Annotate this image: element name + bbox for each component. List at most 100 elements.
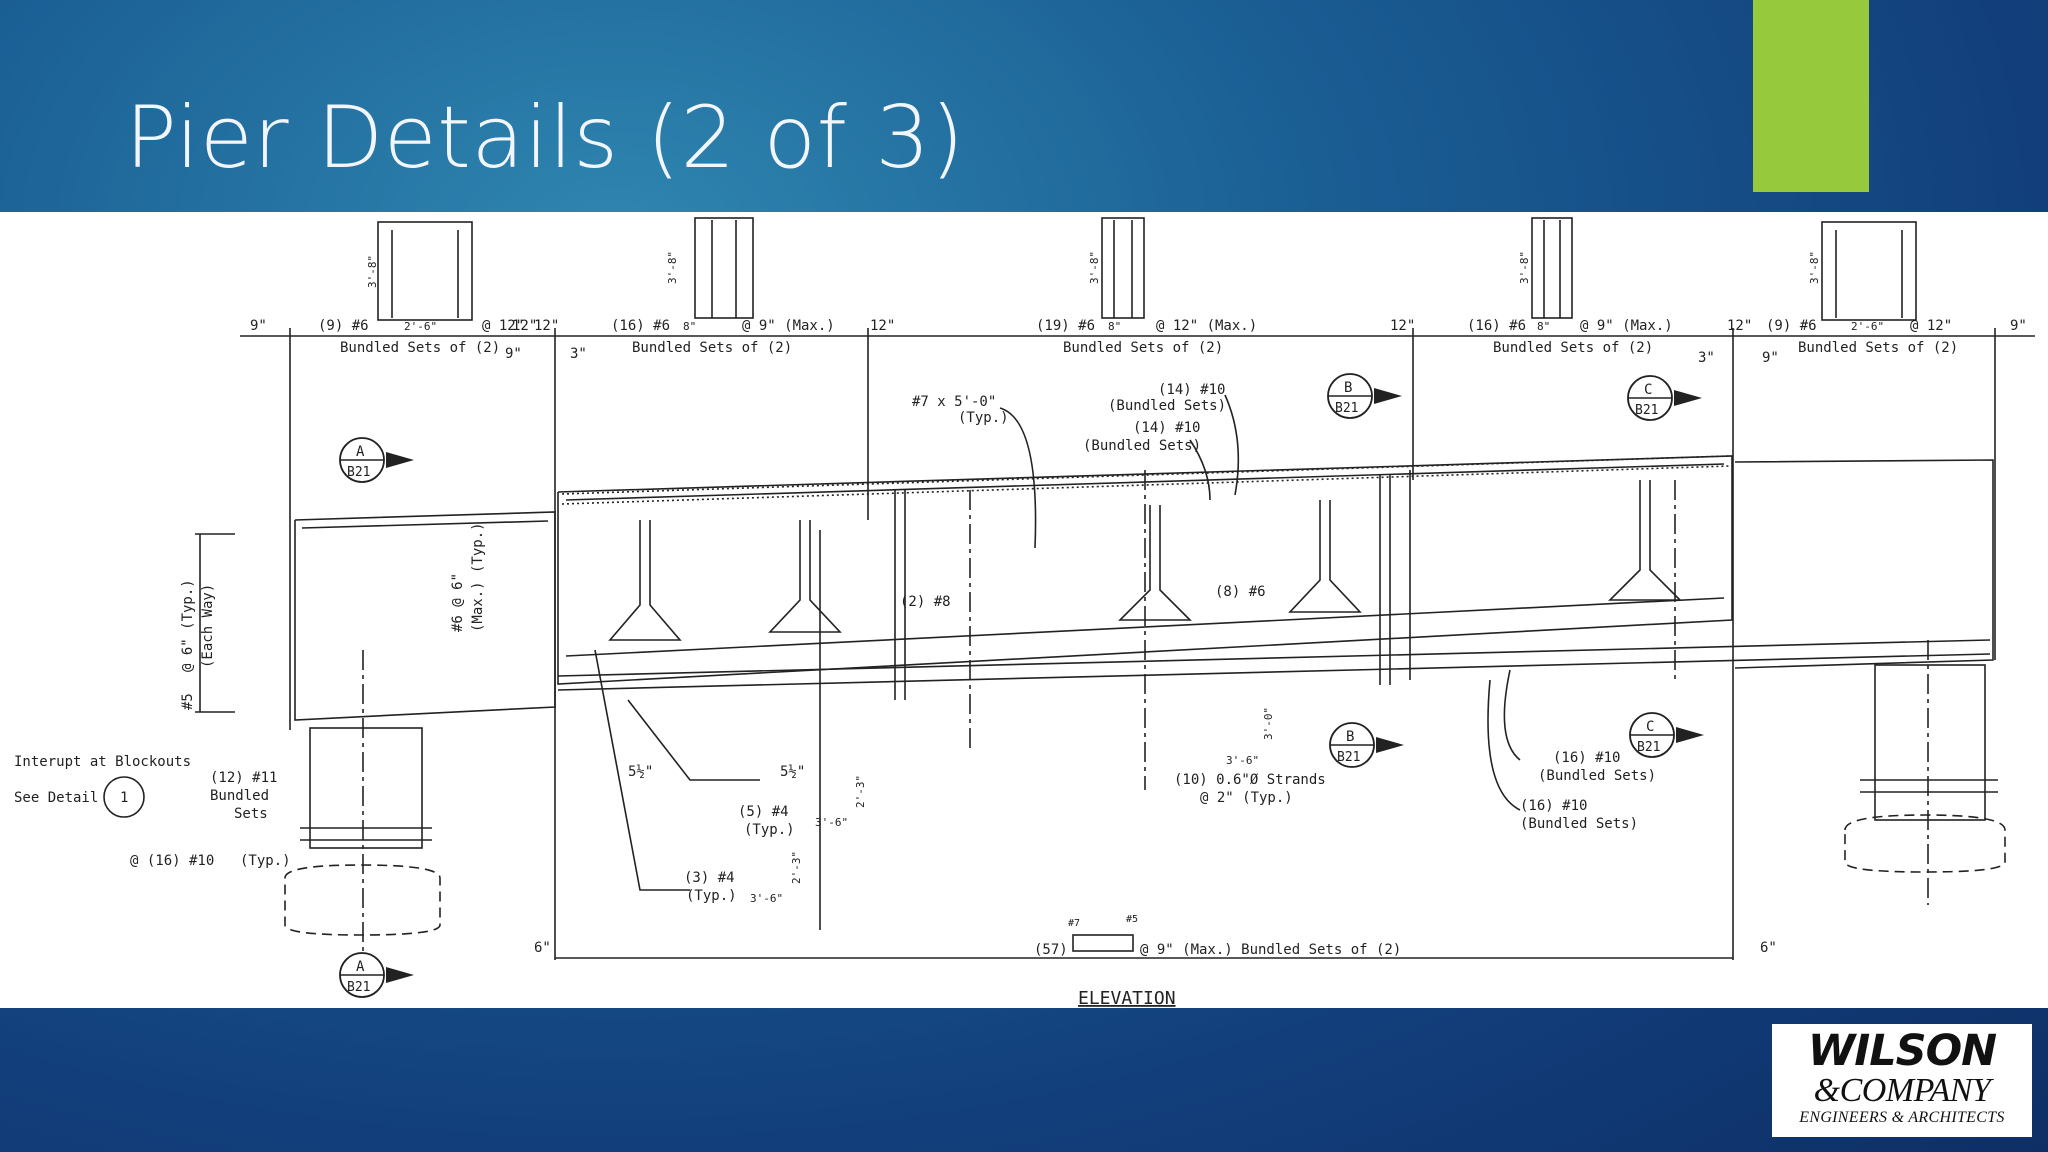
top-callout-3-spacing: @ 12" (Max.) xyxy=(1156,318,1257,334)
slide-title: Pier Details (2 of 3) xyxy=(125,88,965,188)
section-marker-a-top[interactable]: A B21 xyxy=(339,437,414,483)
section-marker-a-bottom[interactable]: A B21 xyxy=(339,952,414,998)
label-b14-1a: (14) #10 xyxy=(1158,382,1225,398)
svg-text:A: A xyxy=(356,959,365,975)
label-dim-36b: 3'-6" xyxy=(750,892,783,905)
drawing-panel: 9" (9) #6 2'-6" @ 12" 12" 12" Bundled Se… xyxy=(0,212,2048,1008)
top-callout-5-qty: (9) #6 xyxy=(1766,318,1817,334)
svg-text:B: B xyxy=(1344,380,1352,396)
logo-company: &COMPANY xyxy=(1813,1072,1991,1109)
label-b16-r1a: (16) #10 xyxy=(1553,750,1620,766)
dim-12-c: 12" xyxy=(870,318,895,334)
label-b57: (57) xyxy=(1034,942,1068,958)
top-callout-3-dim: 8" xyxy=(1108,320,1121,333)
label-frac-b: 5½" xyxy=(780,764,805,780)
accent-bar xyxy=(1753,0,1869,192)
top-callout-1-qty: (9) #6 xyxy=(318,318,369,334)
svg-text:C: C xyxy=(1644,382,1652,398)
label-bar7-a: #7 x 5'-0" xyxy=(912,394,996,410)
label-dim-23b: 2'-3" xyxy=(790,851,803,884)
section-marker-b-bottom[interactable]: B B21 xyxy=(1329,722,1404,768)
dim-12-e: 12" xyxy=(1727,318,1752,334)
company-logo: WILSON &COMPANY ENGINEERS & ARCHITECTS xyxy=(1772,1024,2032,1137)
pier-elevation-drawing: 9" (9) #6 2'-6" @ 12" 12" 12" Bundled Se… xyxy=(14,217,2035,1008)
label-b12-b: Bundled xyxy=(210,788,269,804)
label-b16-left: @ (16) #10 xyxy=(130,853,214,869)
svg-text:B21: B21 xyxy=(1337,750,1360,765)
top-callout-3-note: Bundled Sets of (2) xyxy=(1063,340,1223,356)
label-b14-2b: (Bundled Sets) xyxy=(1083,438,1201,454)
label-interrupt: Interupt at Blockouts xyxy=(14,754,191,770)
label-b5-vert-c: (Each Way) xyxy=(200,584,216,668)
top-callout-4-qty: (16) #6 xyxy=(1467,318,1526,334)
top-callout-5-spacing: @ 12" xyxy=(1910,318,1952,334)
top-callout-5-note: Bundled Sets of (2) xyxy=(1798,340,1958,356)
top-callout-1-note: Bundled Sets of (2) xyxy=(340,340,500,356)
label-dim-23a: 2'-3" xyxy=(854,775,867,808)
dim-9-right: 9" xyxy=(2010,318,2027,334)
label-b8-6: (8) #6 xyxy=(1215,584,1266,600)
dim-12-b: 12" xyxy=(534,318,559,334)
svg-text:B: B xyxy=(1346,729,1354,745)
top-callout-2-dim: 8" xyxy=(683,320,696,333)
label-b3-4b: (Typ.) xyxy=(686,888,737,904)
dim-3-a: 3" xyxy=(570,346,587,362)
label-b57-spacing: @ 9" (Max.) Bundled Sets of (2) xyxy=(1140,942,1401,958)
top-callout-1-dim: 2'-6" xyxy=(404,320,437,333)
detail-1-circle[interactable] xyxy=(103,776,145,818)
label-b5-4a: (5) #4 xyxy=(738,804,789,820)
label-b16-r2a: (16) #10 xyxy=(1520,798,1587,814)
dim-9-left: 9" xyxy=(250,318,267,334)
detail-height-4: 3'-8" xyxy=(1518,251,1531,284)
svg-text:C: C xyxy=(1646,719,1654,735)
label-b6-vert-a: #6 @ 6" xyxy=(450,573,466,632)
dim-3-b: 3" xyxy=(1698,350,1715,366)
top-callout-4-note: Bundled Sets of (2) xyxy=(1493,340,1653,356)
label-bar7-b: (Typ.) xyxy=(958,410,1009,426)
label-frac-a: 5½" xyxy=(628,764,653,780)
detail-height-2: 3'-8" xyxy=(666,251,679,284)
dim-12-d: 12" xyxy=(1390,318,1415,334)
label-b57-b: #5 xyxy=(1126,914,1138,925)
label-b14-1b: (Bundled Sets) xyxy=(1108,398,1226,414)
label-b57-a: #7 xyxy=(1068,918,1080,929)
label-dim-36c: 3'-6" xyxy=(1226,754,1259,767)
logo-wilson: WILSON xyxy=(1807,1026,1997,1076)
top-callout-3-qty: (19) #6 xyxy=(1036,318,1095,334)
top-callout-2-note: Bundled Sets of (2) xyxy=(632,340,792,356)
top-callout-2-qty: (16) #6 xyxy=(611,318,670,334)
label-b16-r1b: (Bundled Sets) xyxy=(1538,768,1656,784)
label-see-detail: See Detail xyxy=(14,790,98,806)
dim-6-left: 6" xyxy=(534,940,551,956)
label-dim-30: 3'-0" xyxy=(1262,707,1275,740)
svg-text:B21: B21 xyxy=(347,465,370,480)
detail-height-3: 3'-8" xyxy=(1088,251,1101,284)
dim-12-a: 12" xyxy=(512,318,537,334)
label-b14-2a: (14) #10 xyxy=(1133,420,1200,436)
label-typ-left: (Typ.) xyxy=(240,853,291,869)
top-callout-2-spacing: @ 9" (Max.) xyxy=(742,318,835,334)
label-b5-vert-b: @ 6" (Typ.) xyxy=(180,579,196,672)
label-b12-c: Sets xyxy=(234,806,268,822)
drawing-title: ELEVATION xyxy=(1078,988,1176,1008)
top-callout-5-dim: 2'-6" xyxy=(1851,320,1884,333)
label-b12-a: (12) #11 xyxy=(210,770,277,786)
top-callout-4-spacing: @ 9" (Max.) xyxy=(1580,318,1673,334)
section-marker-c-top[interactable]: C B21 xyxy=(1627,375,1702,421)
label-detail-num: 1 xyxy=(120,790,128,806)
dim-9-b: 9" xyxy=(1762,350,1779,366)
label-dim-36a: 3'-6" xyxy=(815,816,848,829)
section-marker-c-bottom[interactable]: C B21 xyxy=(1629,712,1704,758)
top-callout-4-dim: 8" xyxy=(1537,320,1550,333)
dim-6-right: 6" xyxy=(1760,940,1777,956)
detail-height-5: 3'-8" xyxy=(1808,251,1821,284)
svg-text:A: A xyxy=(356,444,365,460)
svg-text:B21: B21 xyxy=(347,980,370,995)
label-b3-4a: (3) #4 xyxy=(684,870,735,886)
label-b5-vert-a: #5 xyxy=(180,693,196,710)
logo-tagline: ENGINEERS & ARCHITECTS xyxy=(1799,1109,2005,1126)
label-b5-4b: (Typ.) xyxy=(744,822,795,838)
detail-height-1: 3'-8" xyxy=(366,255,379,288)
dim-9-a: 9" xyxy=(505,346,522,362)
section-marker-b-top[interactable]: B B21 xyxy=(1327,373,1402,419)
